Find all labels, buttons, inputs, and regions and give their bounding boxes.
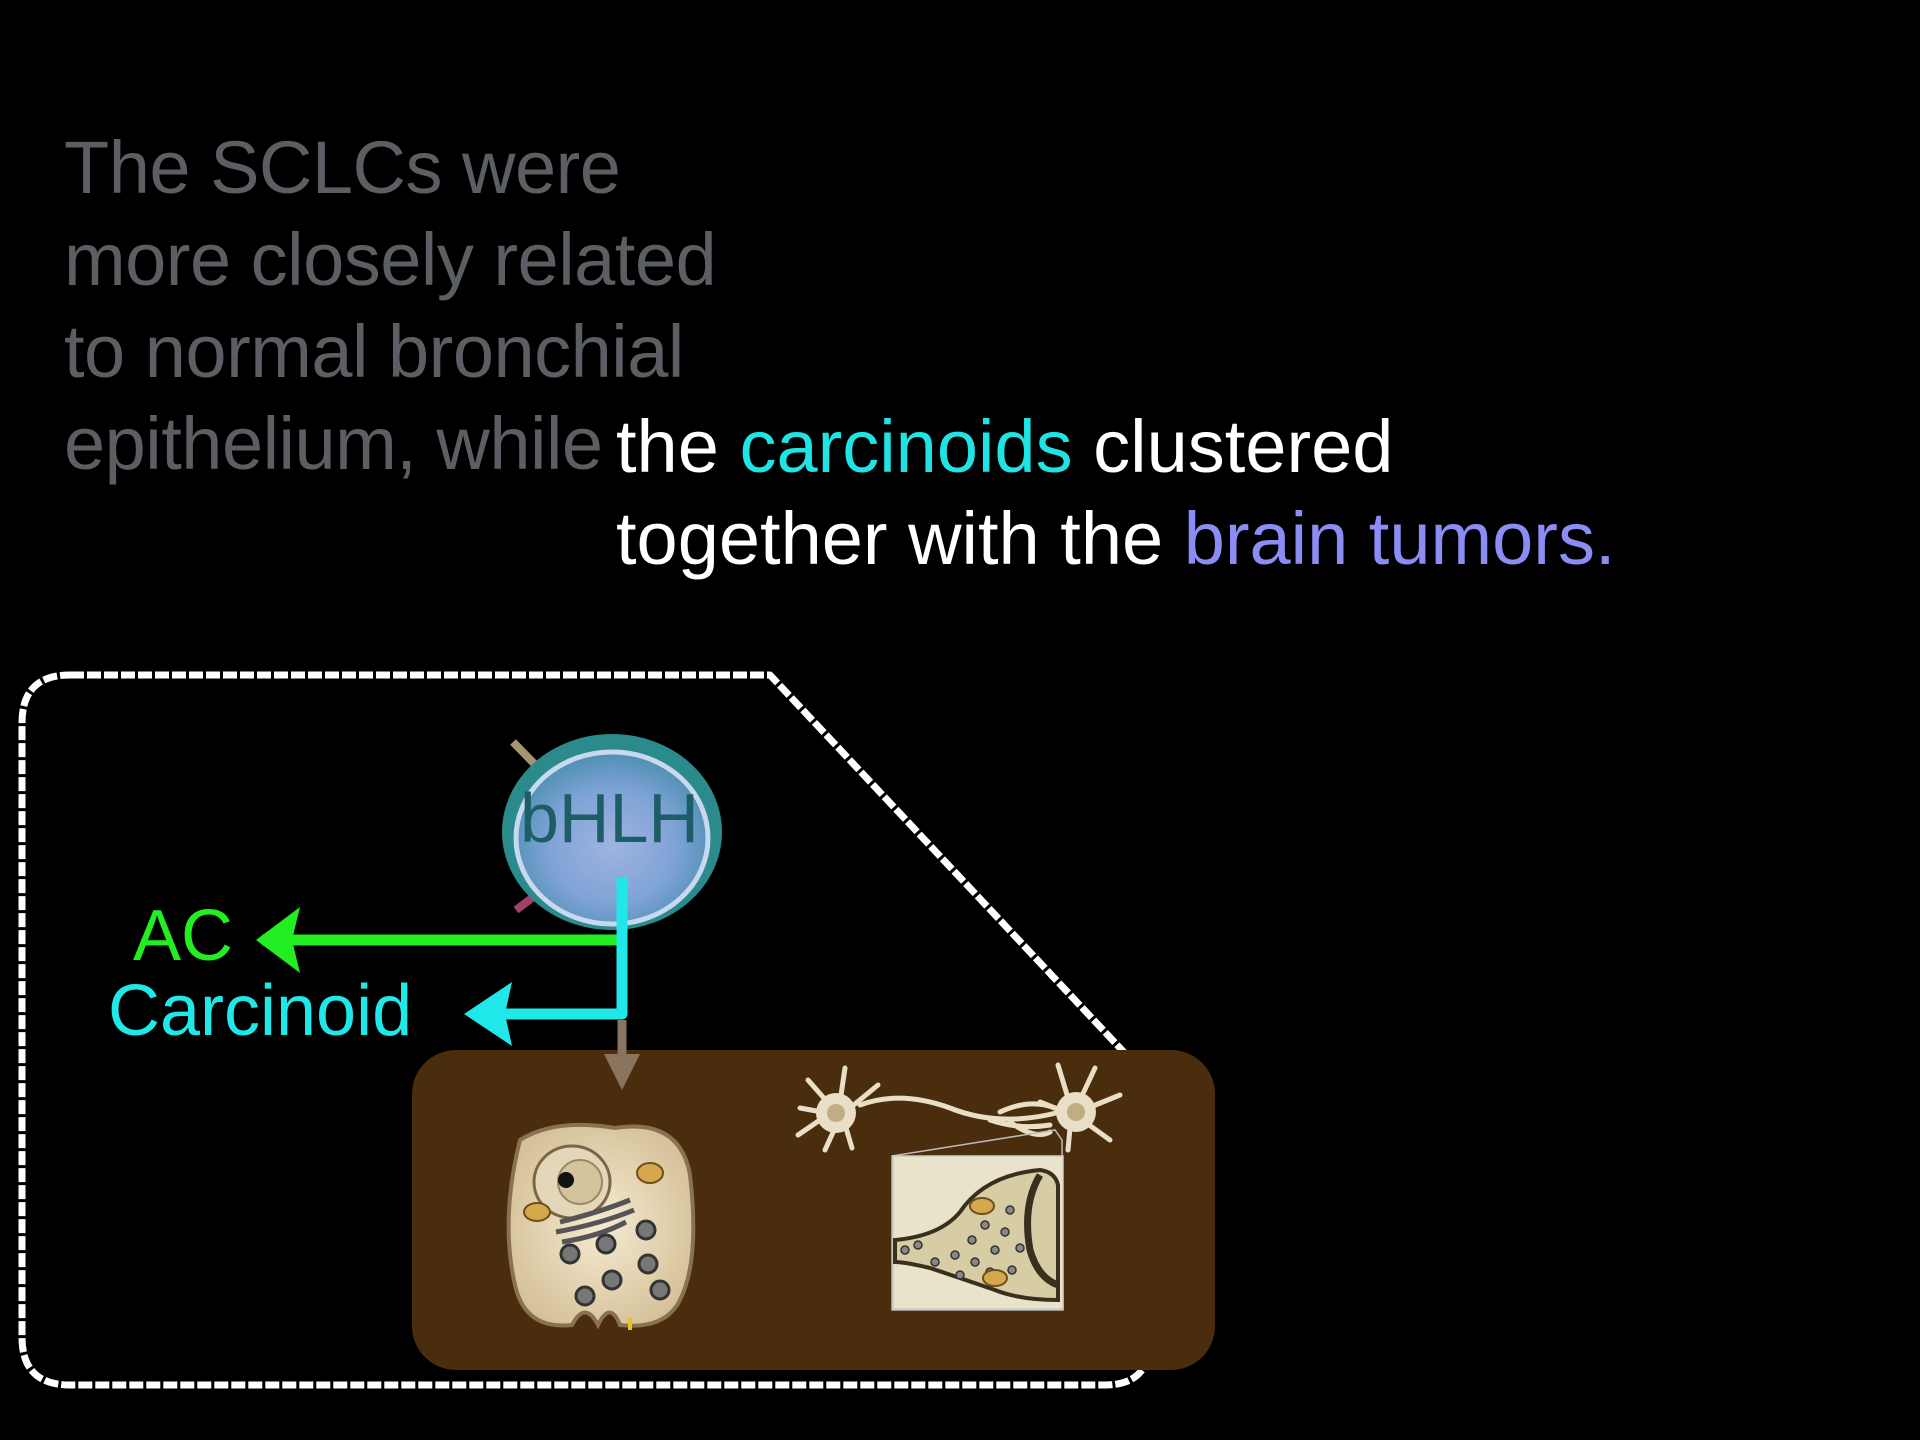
highlight-period: . — [1594, 497, 1616, 580]
neuron-pair-icon — [795, 1062, 1123, 1153]
bhlh-cell-icon — [502, 734, 722, 930]
intro-line: The SCLCs were — [64, 126, 621, 209]
highlight-line-2: together with the brain tumors. — [616, 496, 1616, 581]
neuroendocrine-cell-icon — [506, 1122, 696, 1330]
bhlh-label: bHLH — [520, 779, 699, 857]
carcinoid-label: Carcinoid — [108, 971, 413, 1051]
intro-line: to normal bronchial — [64, 310, 684, 393]
highlight-line-1: the carcinoids clustered — [616, 404, 1393, 489]
carcinoid-arrowhead — [464, 982, 512, 1046]
synapse-inset-icon — [891, 1129, 1064, 1311]
ac-label: AC — [133, 896, 234, 976]
highlight-suffix: clustered — [1072, 405, 1394, 488]
highlight-prefix: the — [616, 405, 740, 488]
carcinoid-connector — [478, 878, 628, 1020]
highlight-prefix: together with the — [616, 497, 1184, 580]
brain-tumors-term: brain tumors — [1183, 497, 1595, 580]
intro-line: epithelium, while — [64, 402, 603, 485]
intro-line: more closely related — [64, 218, 717, 301]
neuroendocrine-arrowhead — [604, 1054, 640, 1090]
ac-arrowhead — [256, 907, 300, 973]
intro-text: The SCLCs were more closely related to n… — [64, 122, 764, 490]
carcinoids-term: carcinoids — [739, 405, 1073, 488]
